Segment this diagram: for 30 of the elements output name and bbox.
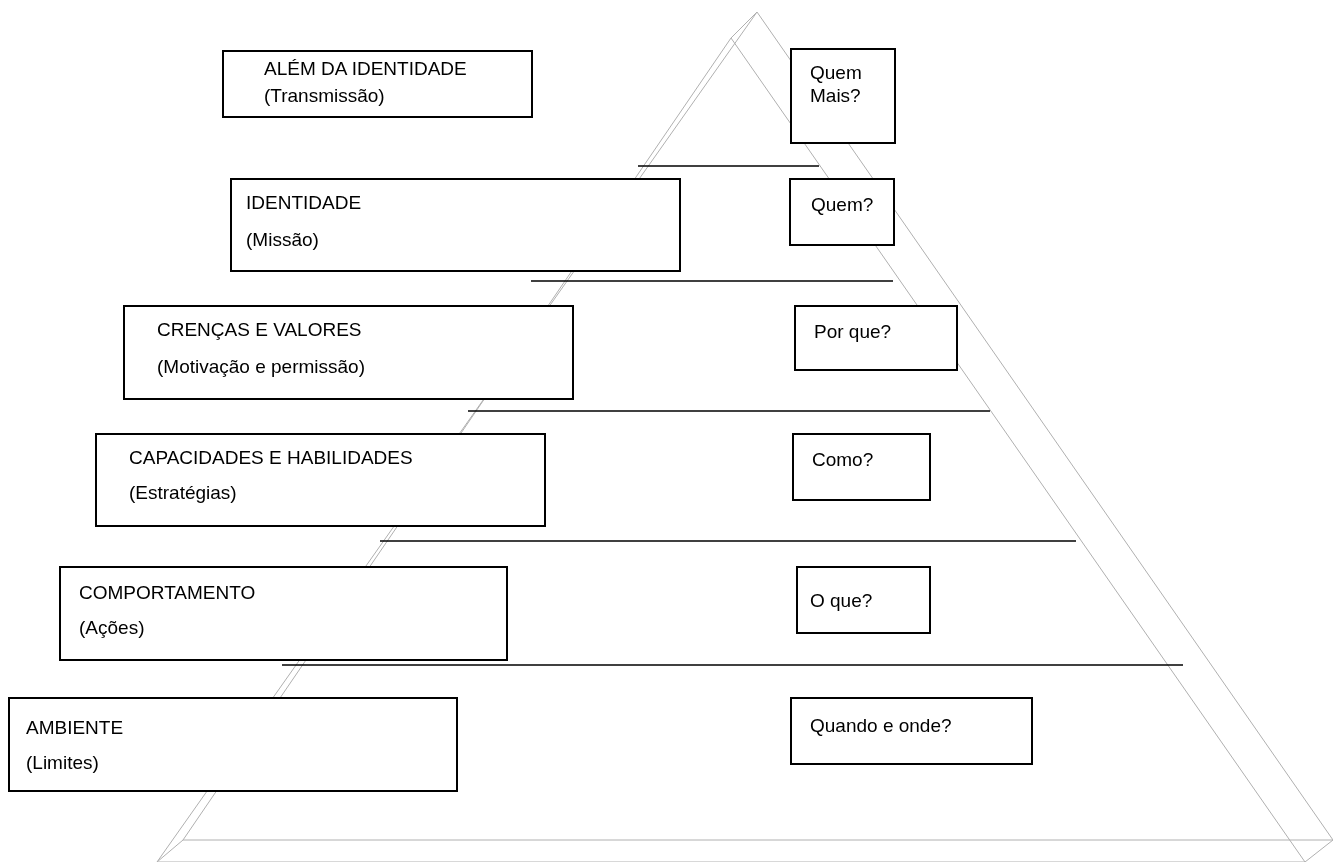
level-title: COMPORTAMENTO [79,582,256,605]
label-box [792,433,931,501]
level-title: Quando e onde? [810,715,952,738]
label-box [123,305,574,400]
level-title: AMBIENTE [26,717,124,740]
label-box [230,178,681,272]
level-title: CRENÇAS E VALORES [157,319,362,342]
label-box [794,305,958,371]
level-subtitle: (Estratégias) [129,481,237,505]
level-title: O que? [810,590,873,613]
label-box [59,566,508,661]
level-subtitle: (Missão) [246,228,319,252]
label-box [222,50,533,118]
label-box [790,697,1033,765]
label-box [790,48,896,144]
level-title: IDENTIDADE [246,192,362,215]
level-subtitle: (Limites) [26,751,99,775]
label-box [796,566,931,634]
level-title: CAPACIDADES E HABILIDADES [129,447,413,470]
label-box [8,697,458,792]
label-box [789,178,895,246]
level-subtitle: (Ações) [79,616,145,640]
level-title: Por que? [814,321,892,344]
level-subtitle: (Motivação e permissão) [157,355,366,379]
level-title: Quem? [811,194,874,217]
label-box [95,433,546,527]
level-subtitle: (Transmissão) [264,84,385,108]
level-title: Quem Mais? [810,62,863,108]
level-title: Como? [812,449,874,472]
level-title: ALÉM DA IDENTIDADE [264,58,467,81]
